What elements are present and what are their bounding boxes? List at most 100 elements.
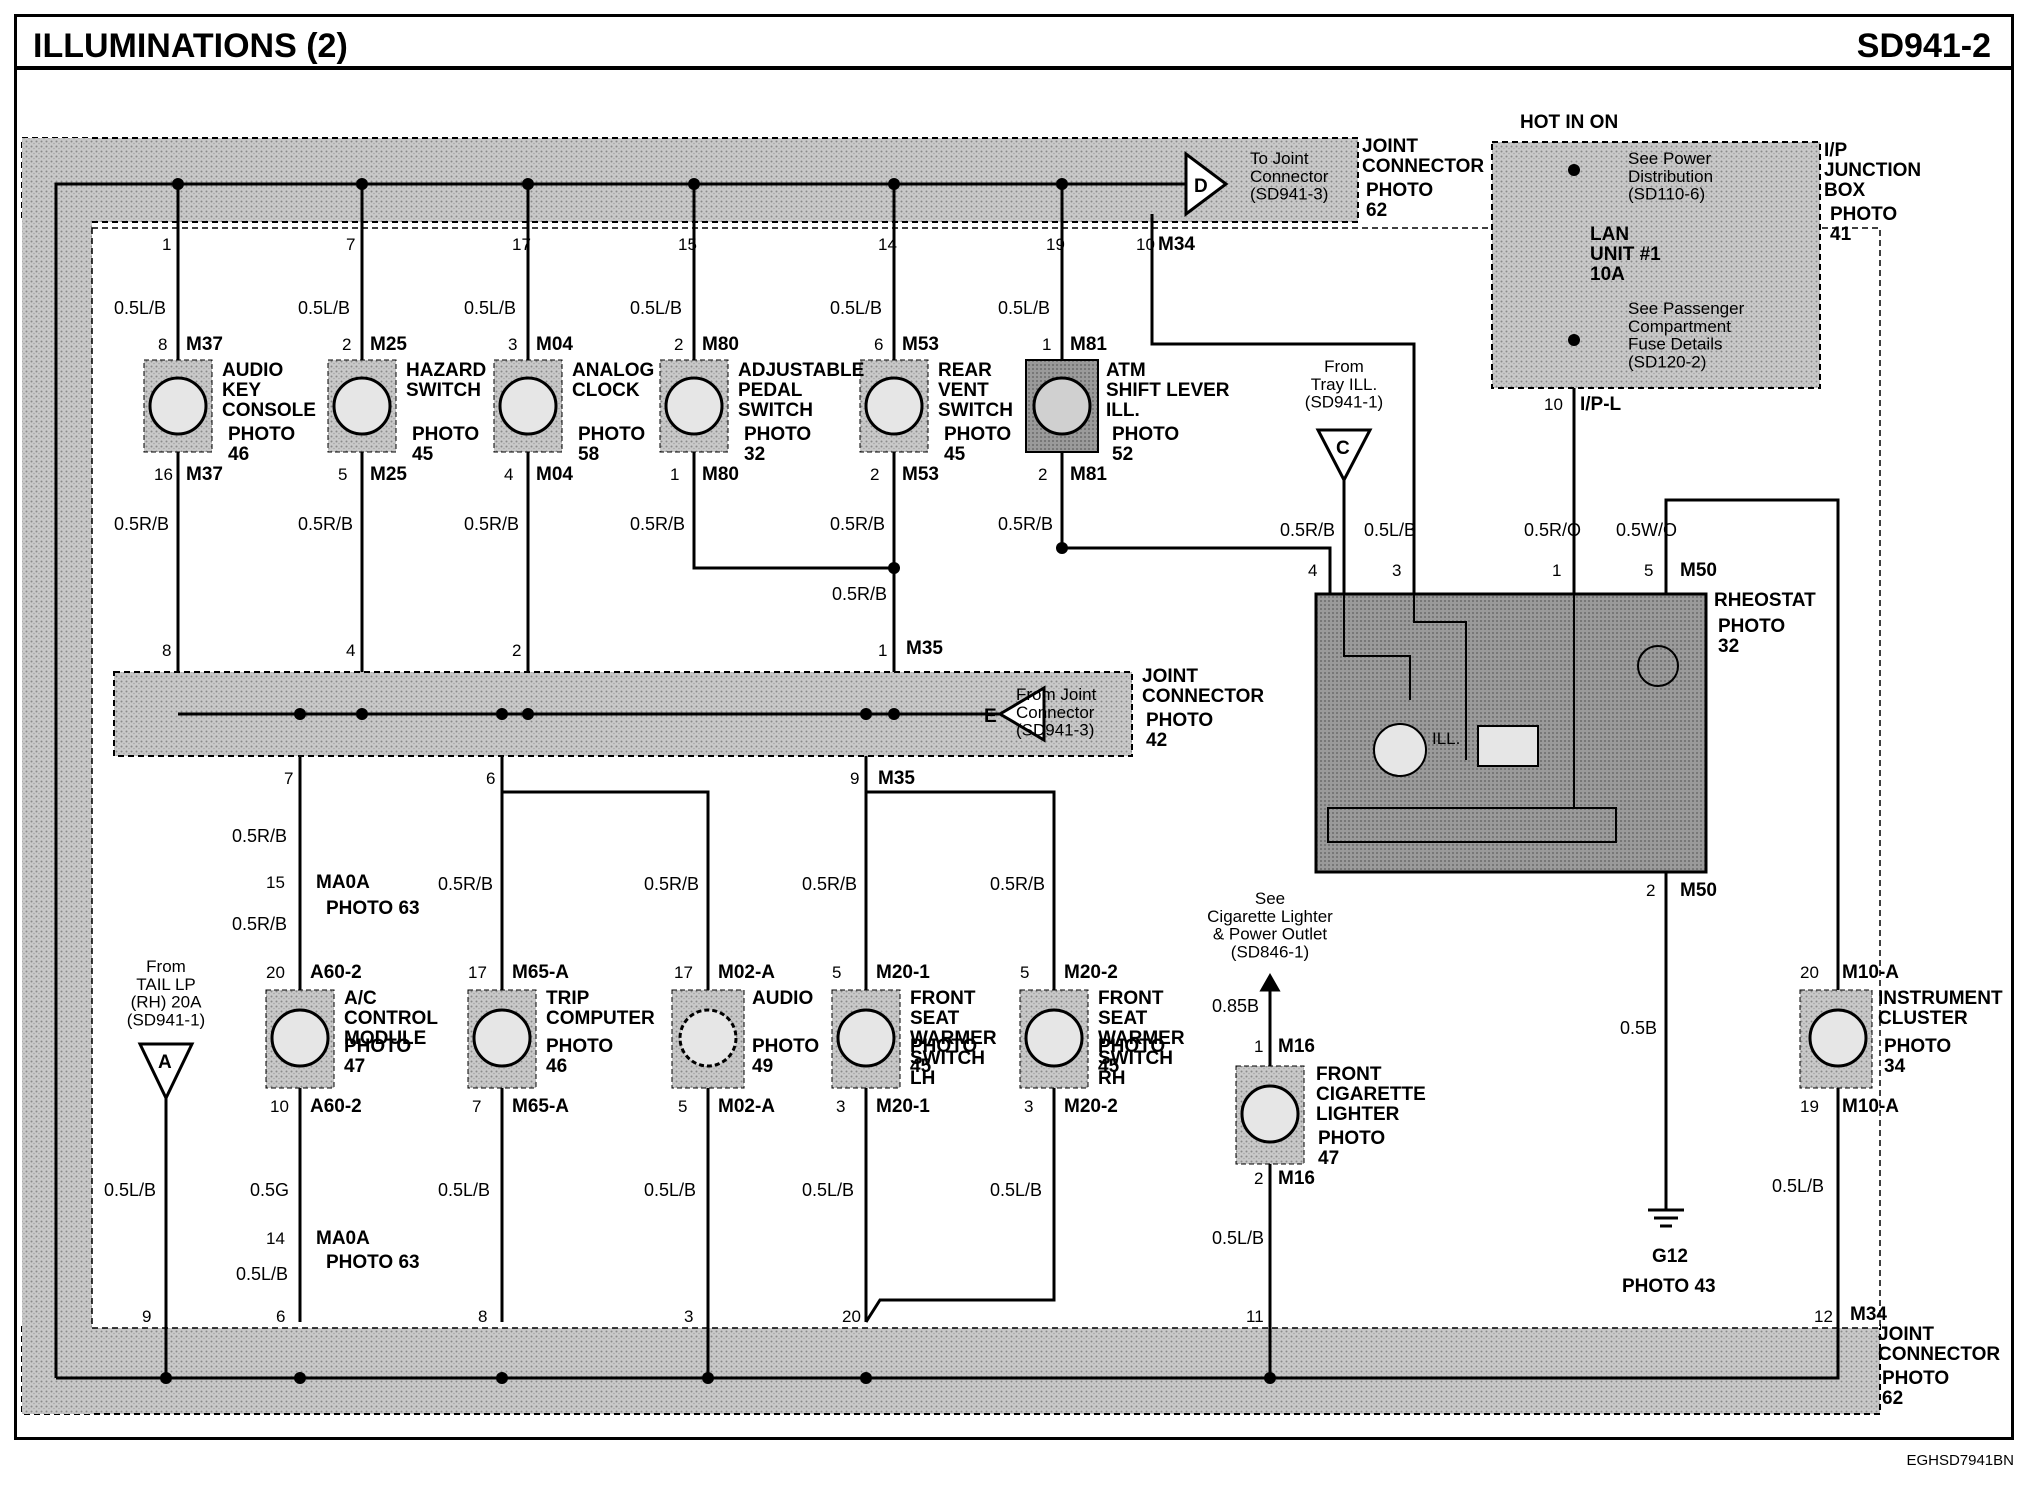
- top-joint-pin: 14: [878, 235, 897, 254]
- title-bar: ILLUMINATIONS (2) SD941-2: [14, 14, 2014, 70]
- bottom-joint-pin: 6: [276, 1307, 285, 1326]
- rheostat-title: RHEOSTAT: [1714, 590, 1816, 611]
- ma0a-photo2: PHOTO 63: [326, 1252, 420, 1273]
- mid-joint-pin-top: 8: [162, 641, 171, 660]
- mid-joint-pin-top: 2: [512, 641, 521, 660]
- lighter-conn-in: M16: [1278, 1036, 1315, 1057]
- bottom-comp-wire-out: 0.5L/B: [438, 1180, 490, 1200]
- rheostat-ill: ILL.: [1432, 729, 1460, 748]
- bottom-comp-pin-out: 10: [270, 1097, 289, 1116]
- bottom-comp-conn-in: M20-2: [1064, 962, 1118, 983]
- bottom-comp-conn-out: M20-2: [1064, 1096, 1118, 1117]
- bottom-comp-name: AUDIO: [752, 988, 813, 1009]
- lighter-conn-out: M16: [1278, 1168, 1315, 1189]
- footer-code: EGHSD7941BN: [1906, 1452, 2014, 1469]
- bottom-comp-wire-in: 0.5R/B: [644, 874, 699, 894]
- mid-joint-pin-bottom: 6: [486, 769, 495, 788]
- top-comp-conn-in: M53: [902, 334, 939, 355]
- bottom-comp-wire-in: 0.5R/B: [990, 874, 1045, 894]
- top-comp-wire-in: 0.5L/B: [630, 298, 682, 318]
- ip-pin: 10: [1544, 395, 1563, 414]
- lighter-wire-in: 0.85B: [1212, 996, 1259, 1016]
- ma0a-wire-a: 0.5R/B: [232, 826, 287, 846]
- top-comp-pin-in: 2: [674, 335, 683, 354]
- top-comp-pin-out: 2: [1038, 465, 1047, 484]
- bottom-joint-pin: 11: [1246, 1307, 1264, 1326]
- page-title: ILLUMINATIONS (2): [33, 27, 348, 65]
- bottom-comp-conn-in: M20-1: [876, 962, 930, 983]
- ground-name: G12: [1652, 1246, 1688, 1267]
- top-comp-wire-in: 0.5L/B: [998, 298, 1050, 318]
- rheostat-pin: 3: [1392, 561, 1401, 580]
- top-comp-conn-in: M37: [186, 334, 223, 355]
- bottom-components: [265, 989, 1873, 1165]
- top-comp-wire-out: 0.5R/B: [464, 514, 519, 534]
- ma0a-pin1: 15: [266, 873, 285, 892]
- rheostat-pin-out: 2: [1646, 881, 1655, 900]
- cluster-pin-in: 20: [1800, 963, 1819, 982]
- top-comp-conn-in: M81: [1070, 334, 1107, 355]
- top-comp-conn-out: M37: [186, 464, 223, 485]
- mid-wire-m35: 0.5R/B: [832, 584, 887, 604]
- bottom-comp-wire-out: 0.5L/B: [802, 1180, 854, 1200]
- top-comp-conn-in: M25: [370, 334, 407, 355]
- bottom-comp-conn-out: M02-A: [718, 1096, 775, 1117]
- mid-m35: M35: [906, 638, 943, 659]
- top-comp-wire-out: 0.5R/B: [998, 514, 1053, 534]
- bottom-joint-pin: 20: [842, 1307, 861, 1326]
- diagram-frame: [14, 70, 2014, 1440]
- cluster-conn-in: M10-A: [1842, 962, 1899, 983]
- bottom-comp-pin-out: 3: [1024, 1097, 1033, 1116]
- ma0a-wire-c: 0.5G: [250, 1180, 289, 1200]
- bottom-comp-wire-in: 0.5R/B: [802, 874, 857, 894]
- top-comp-wire-out: 0.5R/B: [830, 514, 885, 534]
- tail-letter: A: [158, 1052, 172, 1073]
- bottom-comp-pin-in: 5: [1020, 963, 1029, 982]
- bottom-comp-pin-out: 5: [678, 1097, 687, 1116]
- top-comp-pin-out: 5: [338, 465, 347, 484]
- top-comp-pin-out: 2: [870, 465, 879, 484]
- top-comp-pin-in: 3: [508, 335, 517, 354]
- mid-joint-pin-bottom: 9: [850, 769, 859, 788]
- bottom-comp-pin-in: 5: [832, 963, 841, 982]
- top-comp-conn-out: M25: [370, 464, 407, 485]
- lighter-pin-out: 2: [1254, 1169, 1263, 1188]
- bottom-joint-pin: 9: [142, 1307, 151, 1326]
- tray-letter: C: [1336, 438, 1350, 459]
- top-comp-wire-in: 0.5L/B: [830, 298, 882, 318]
- ground-photo: PHOTO 43: [1622, 1276, 1716, 1297]
- rheostat-wire: 0.5R/B: [1280, 520, 1335, 540]
- top-joint-pin: 10: [1136, 235, 1155, 254]
- ma0a-conn1: MA0A: [316, 872, 370, 893]
- top-comp-pin-in: 2: [342, 335, 351, 354]
- top-joint-pin: 15: [678, 235, 697, 254]
- rheostat-conn-out: M50: [1680, 880, 1717, 901]
- bottom-joint-pin: 12: [1814, 1307, 1833, 1326]
- top-comp-wire-in: 0.5L/B: [298, 298, 350, 318]
- top-comp-conn-in: M04: [536, 334, 573, 355]
- lighter-pin-in: 1: [1254, 1037, 1263, 1056]
- diagram-code: SD941-2: [1856, 27, 1991, 65]
- cluster-wire: 0.5L/B: [1772, 1176, 1824, 1196]
- rheostat-internals: [1327, 594, 1679, 843]
